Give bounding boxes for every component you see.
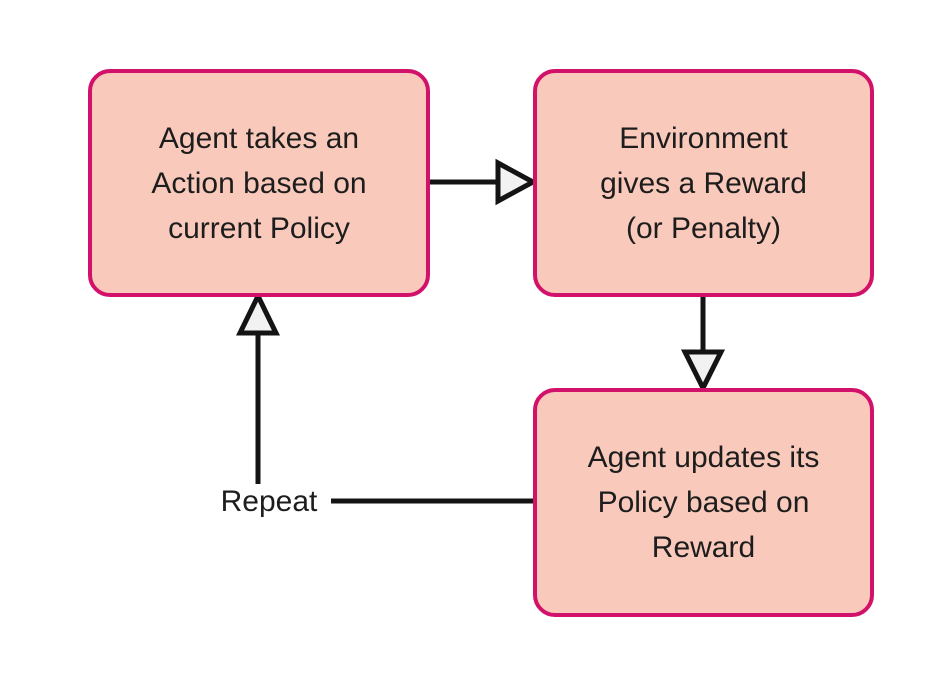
node-label: Agent takes an Action based on current P… [151, 121, 367, 245]
arrowhead-down-icon [680, 349, 726, 394]
node-label: Environment gives a Reward (or Penalty) [600, 121, 807, 245]
edge-update-to-action [236, 290, 534, 504]
node-environment-reward: Environment gives a Reward (or Penalty) [533, 69, 874, 297]
node-agent-action: Agent takes an Action based on current P… [88, 69, 430, 297]
edge-reward-to-update [680, 296, 726, 394]
arrowhead-up-icon [236, 290, 280, 336]
repeat-label: Repeat [220, 485, 318, 518]
node-label: Agent updates its Policy based on Reward [587, 441, 820, 564]
edge-action-to-reward [430, 158, 539, 206]
node-agent-update: Agent updates its Policy based on Reward [533, 388, 874, 617]
arrowhead-right-icon [495, 158, 539, 206]
